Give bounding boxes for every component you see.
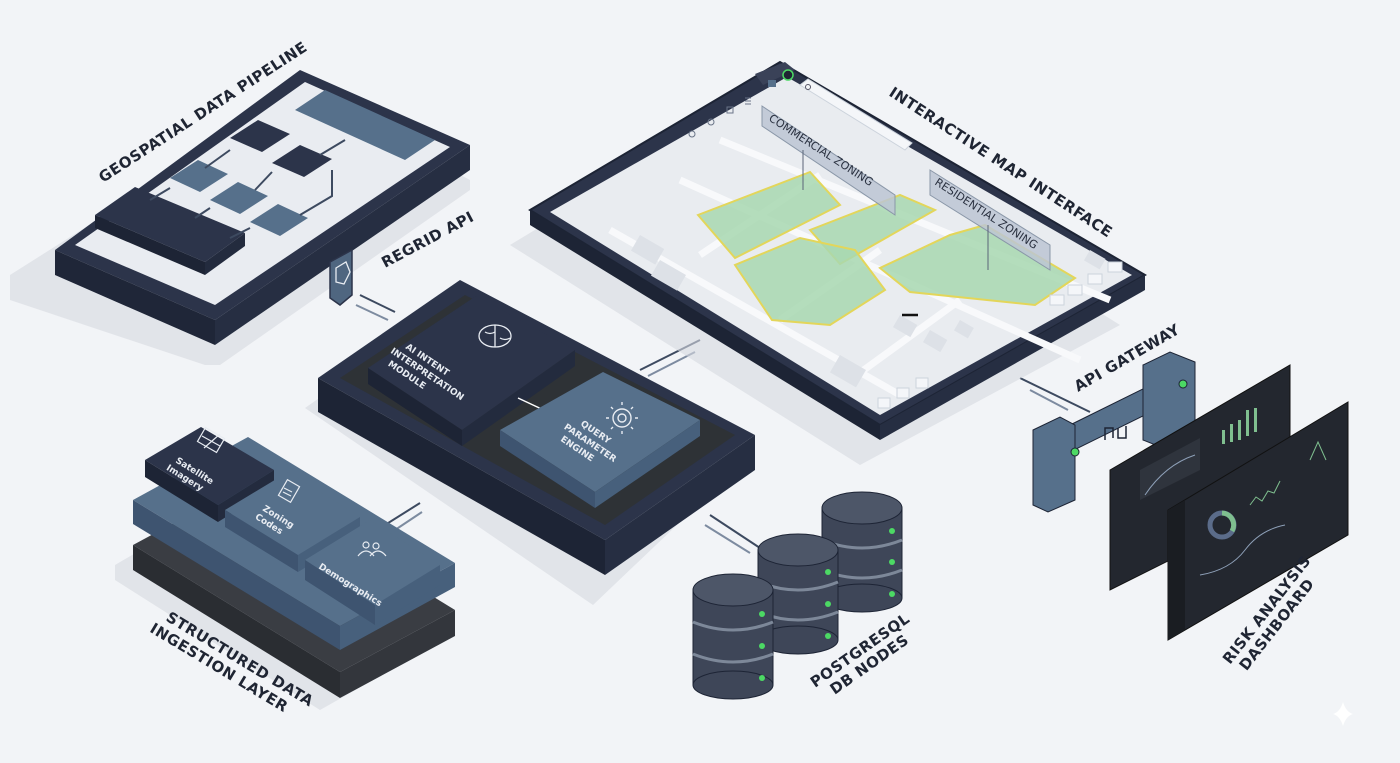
map-control-button[interactable]	[915, 377, 929, 389]
zoom-out-button[interactable]	[1049, 294, 1065, 306]
sparkle-icon	[1333, 702, 1353, 726]
map-control-button[interactable]	[1107, 261, 1123, 273]
status-light	[825, 633, 831, 639]
sync-icon[interactable]	[782, 69, 794, 81]
map-tool-icon[interactable]	[726, 106, 734, 114]
ingestion-layer-block: Satellite Imagery Zoning Codes Demograph…	[115, 426, 455, 716]
db-cylinder	[692, 573, 774, 700]
image-icon	[196, 426, 226, 454]
network-icon	[1104, 426, 1127, 440]
map-control-button[interactable]	[896, 387, 910, 399]
hexagon-icon	[335, 261, 351, 285]
gear-icon	[606, 402, 638, 434]
pipeline-node	[170, 160, 228, 192]
zone-parcel[interactable]	[696, 170, 842, 260]
map-control-button[interactable]	[1067, 284, 1083, 296]
interactive-map-tablet: COMMERCIAL ZONING RESIDENTIAL ZONING	[510, 60, 1148, 465]
people-icon	[357, 541, 387, 557]
status-light	[759, 643, 765, 649]
map-tool-icon[interactable]	[688, 130, 696, 138]
status-light	[759, 611, 765, 617]
ai-core-block: AI INTENT INTERPRETATION MODULE QUERY PA…	[305, 280, 755, 605]
postgres-db-nodes: POSTGRESQL DB NODES	[692, 491, 913, 700]
status-light	[889, 591, 895, 597]
status-light	[825, 569, 831, 575]
map-control-button[interactable]	[877, 397, 891, 409]
geospatial-pipeline-block: GEOSPATIAL DATA PIPELINE	[10, 38, 470, 365]
pipeline-node	[95, 187, 245, 262]
search-icon	[805, 84, 811, 90]
pipeline-node	[272, 145, 332, 177]
status-light	[825, 601, 831, 607]
ingestion-tile: Satellite Imagery	[145, 426, 274, 522]
status-light	[889, 528, 895, 534]
zone-parcel[interactable]	[878, 223, 1077, 307]
menu-icon[interactable]	[745, 97, 751, 105]
pipeline-node	[250, 204, 308, 236]
dashboard-screen-back	[1109, 364, 1291, 591]
pipeline-node	[210, 182, 268, 214]
ingestion-tile: Zoning Codes	[225, 472, 360, 572]
document-icon	[277, 478, 301, 504]
map-tool-icon[interactable]	[707, 118, 715, 126]
pipeline-node	[230, 120, 290, 152]
status-light	[889, 559, 895, 565]
brain-icon	[478, 324, 512, 348]
zone-parcel[interactable]	[733, 236, 887, 327]
map-search-input[interactable]	[799, 78, 913, 151]
tool-button[interactable]	[768, 80, 776, 87]
query-parameter-engine: QUERY PARAMETER ENGINE	[500, 372, 700, 508]
ingestion-tile: Demographics	[305, 520, 440, 625]
pipeline-node	[295, 90, 435, 160]
map-control-button[interactable]	[1087, 273, 1103, 285]
status-light	[759, 675, 765, 681]
ai-intent-module: AI INTENT INTERPRETATION MODULE	[368, 296, 575, 446]
